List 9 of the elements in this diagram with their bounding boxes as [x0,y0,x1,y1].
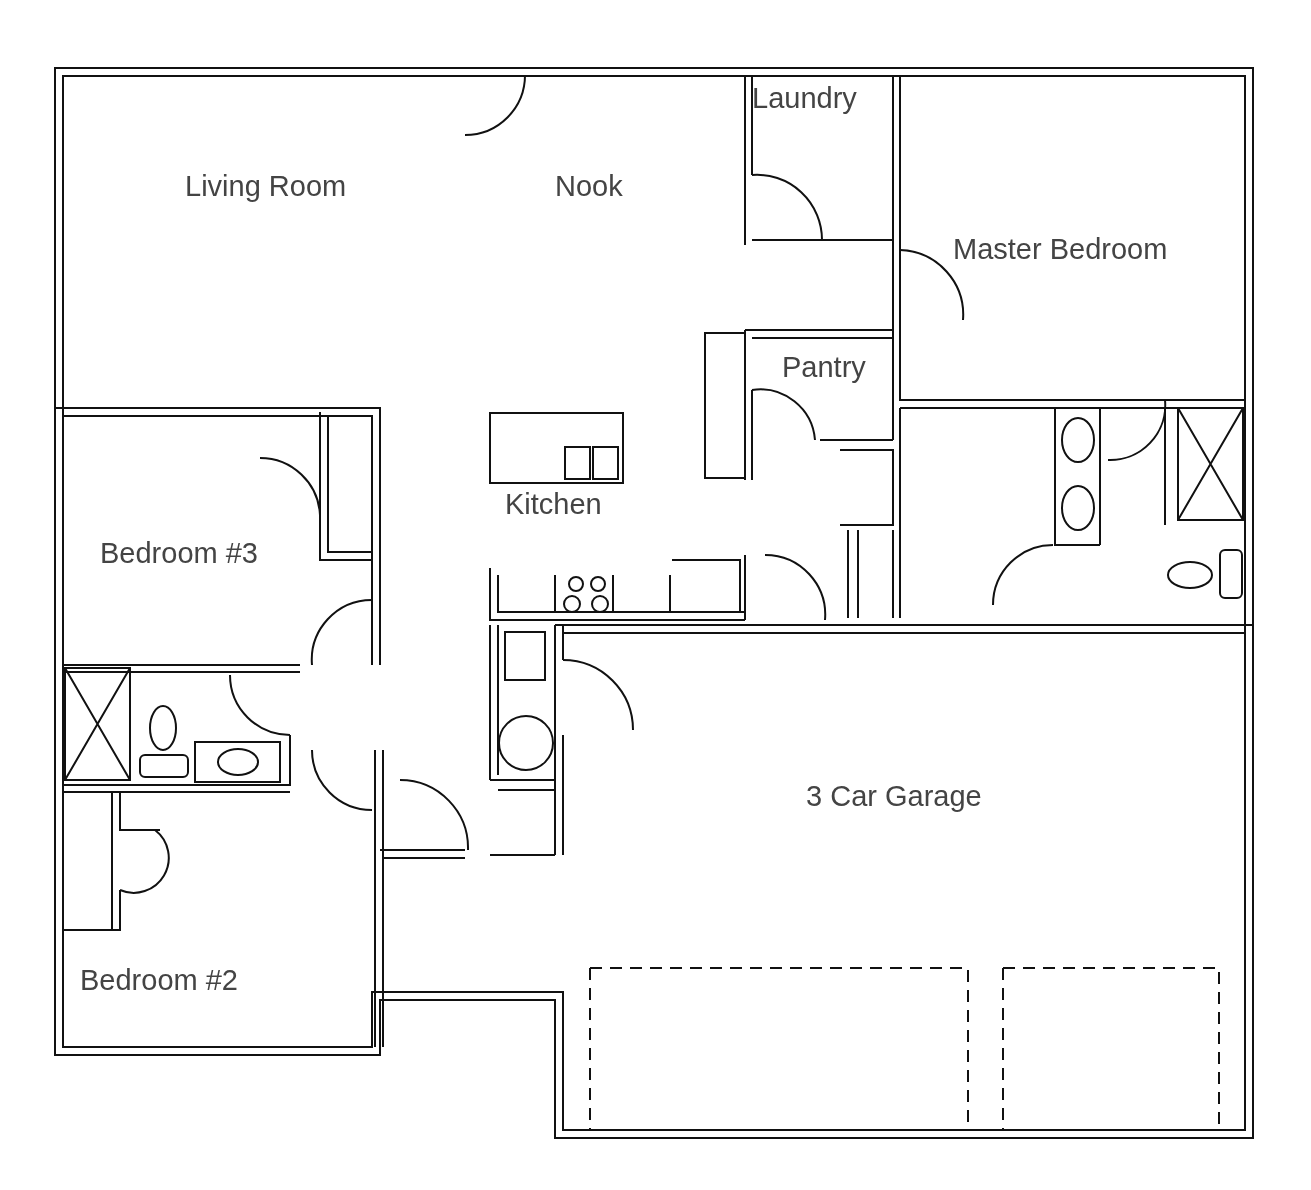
room-label: Bedroom #3 [100,539,258,568]
room-label: Pantry [782,353,866,382]
room-label: Laundry [752,84,857,113]
room-label: Master Bedroom [953,235,1168,264]
room-label: Nook [555,172,623,201]
room-label: Living Room [185,172,347,201]
room-label: 3 Car Garage [806,782,982,811]
room-label: Kitchen [505,490,602,519]
room-label: Bedroom #2 [80,966,238,995]
